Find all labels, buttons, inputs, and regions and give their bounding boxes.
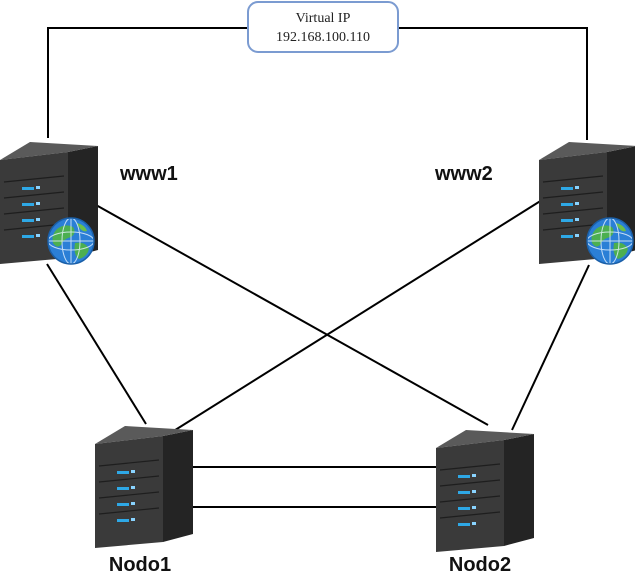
nodo1-label: Nodo1 [109,554,171,576]
connection-lines [46,27,590,508]
www1-vip-link [47,27,248,138]
www2-nodo1-link [171,199,543,433]
www1-nodo1-link [46,263,147,425]
virtual-ip-address: 192.168.100.110 [276,30,370,45]
nodo1-server[interactable]: Nodo1 [94,425,194,576]
www2-server[interactable]: www2 [434,141,635,265]
globe-icon [47,217,95,265]
virtual-ip-box: Virtual IP 192.168.100.110 [247,1,399,53]
virtual-ip-border [247,1,399,53]
virtual-ip-title: Virtual IP [296,11,351,26]
globe-icon [586,217,634,265]
www1-server[interactable]: www1 [0,141,178,265]
www2-label: www2 [434,163,493,185]
www1-nodo2-link [95,204,489,426]
server-icon [94,425,194,549]
www2-nodo2-link [511,264,590,431]
www1-label: www1 [119,163,178,185]
nodo2-server[interactable]: Nodo2 [435,429,535,576]
server-icon [435,429,535,553]
nodo2-label: Nodo2 [449,554,511,576]
www2-vip-link [398,27,588,140]
